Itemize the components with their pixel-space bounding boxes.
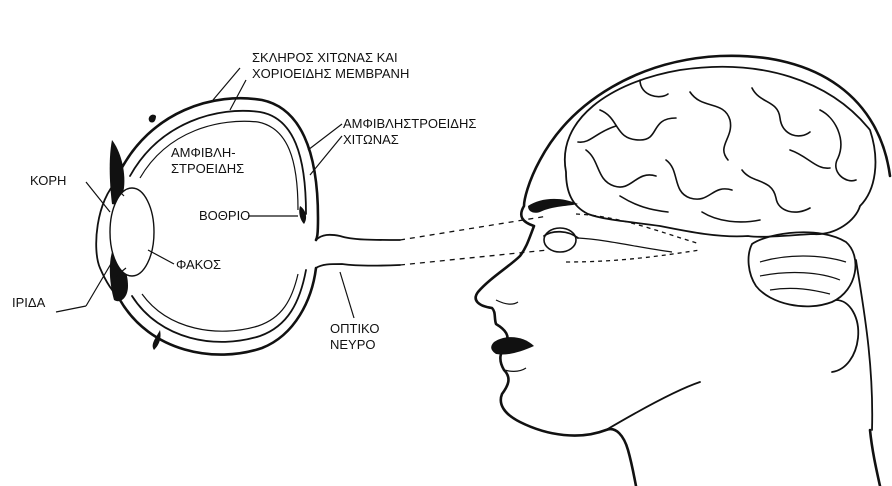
- label-fovea: ΒΟΘΡΙΟ: [199, 208, 250, 224]
- fovea-mark: [299, 206, 306, 224]
- label-optic-nerve-line2: ΝΕΥΡΟ: [330, 337, 376, 353]
- eyebrow: [528, 199, 578, 213]
- brain-outline: [565, 67, 876, 237]
- moustache: [491, 337, 534, 354]
- label-optic-nerve-line1: ΟΠΤΙΚΟ: [330, 321, 379, 337]
- face-outline: [476, 56, 890, 486]
- label-retina-right-line1: ΑΜΦΙΒΛΗΣΤΡΟΕΙΔΗΣ: [343, 116, 476, 132]
- label-retina-inner-line1: ΑΜΦΙΒΛΗ-: [171, 145, 236, 161]
- label-retina-inner-line2: ΣΤΡΟΕΙΔΗΣ: [171, 161, 244, 177]
- label-iris: ΙΡΙΔΑ: [12, 295, 45, 311]
- label-sclera-line1: ΣΚΛΗΡΟΣ ΧΙΤΩΝΑΣ ΚΑΙ: [252, 50, 398, 66]
- lens-shape: [110, 188, 154, 276]
- label-lens: ΦΑΚΟΣ: [176, 257, 221, 273]
- optic-nerve: [316, 235, 400, 240]
- label-pupil: ΚΟΡΗ: [30, 173, 66, 189]
- head-profile: [476, 56, 890, 486]
- cerebellum: [749, 232, 856, 306]
- label-sclera-line2: ΧΟΡΙΟΕΙΔΗΣ ΜΕΜΒΡΑΝΗ: [252, 66, 409, 82]
- label-retina-right-line2: ΧΙΤΩΝΑΣ: [343, 132, 399, 148]
- pointer-lines: [56, 68, 354, 318]
- ear: [832, 300, 858, 372]
